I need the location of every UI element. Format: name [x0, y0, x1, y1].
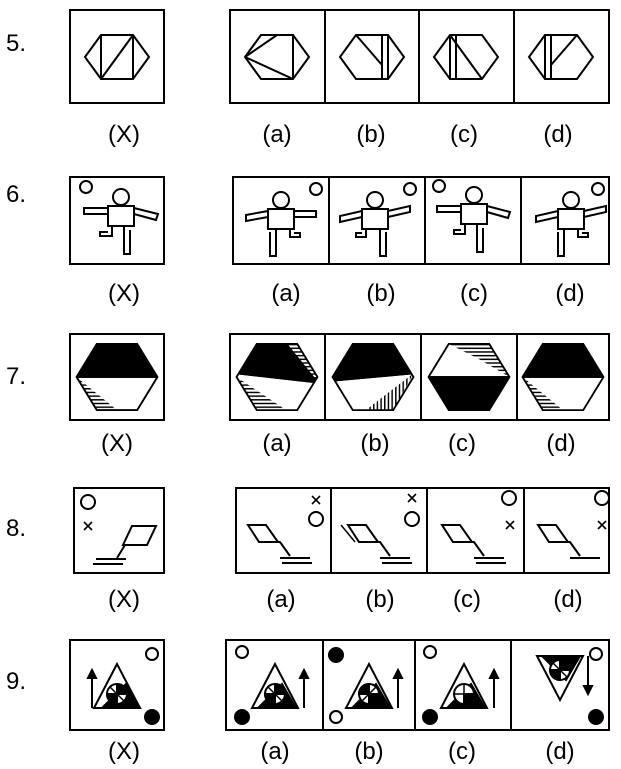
question-number: 6.	[6, 181, 26, 209]
q6-figure-c	[433, 180, 510, 252]
option-label-a: (a)	[247, 430, 307, 458]
q6-figure-d	[536, 183, 606, 256]
q8-figure-a	[248, 496, 323, 563]
question-7-figures	[70, 334, 609, 420]
option-label-a: (a)	[256, 280, 316, 308]
q8-box-options	[236, 488, 609, 573]
q6-figure-x	[80, 181, 158, 254]
question-8-figures	[74, 488, 609, 573]
option-label-b: (b)	[345, 430, 405, 458]
option-label-d: (d)	[528, 121, 588, 149]
option-label-b: (b)	[351, 280, 411, 308]
q7-figure-x	[77, 344, 158, 410]
q7-figure-d	[523, 344, 604, 410]
question-number: 9.	[6, 668, 26, 696]
option-label-d: (d)	[531, 430, 591, 458]
option-label-a: (a)	[247, 121, 307, 149]
question-number: 5.	[6, 30, 26, 58]
question-6-figures	[70, 177, 609, 264]
q8-figure-b	[341, 494, 419, 563]
option-label-d: (d)	[540, 280, 600, 308]
q6-box-options	[233, 177, 609, 264]
q9-figure-a	[235, 646, 308, 724]
q5-figure-x	[85, 35, 149, 79]
option-label-x: (X)	[94, 121, 154, 149]
option-label-a: (a)	[245, 738, 305, 766]
option-label-x: (X)	[94, 586, 154, 614]
q6-figure-b	[340, 183, 416, 256]
q7-figure-b	[333, 344, 414, 410]
option-label-x: (X)	[87, 430, 147, 458]
q8-figure-c	[442, 491, 516, 563]
option-label-c: (c)	[434, 121, 494, 149]
q8-figure-x	[81, 495, 156, 564]
q5-figure-c	[434, 35, 498, 79]
option-label-d: (d)	[530, 738, 590, 766]
option-label-c: (c)	[432, 430, 492, 458]
q8-box-x	[74, 488, 164, 573]
option-label-c: (c)	[437, 586, 497, 614]
option-label-x: (X)	[94, 280, 154, 308]
option-label-c: (c)	[444, 280, 504, 308]
q9-figure-x	[88, 648, 159, 724]
q9-figure-c	[423, 646, 498, 724]
option-label-b: (b)	[350, 586, 410, 614]
question-5-figures	[70, 10, 609, 103]
option-label-b: (b)	[339, 738, 399, 766]
q8-figure-d	[538, 491, 609, 558]
question-number: 8.	[6, 515, 26, 543]
option-label-c: (c)	[432, 738, 492, 766]
q7-figure-a	[237, 344, 318, 410]
question-9-figures	[70, 640, 609, 730]
option-label-d: (d)	[538, 586, 598, 614]
q5-figure-d	[529, 35, 593, 79]
q5-figure-b	[340, 35, 404, 79]
q9-figure-d	[537, 648, 603, 724]
q7-figure-c	[429, 344, 510, 410]
question-number: 7.	[6, 363, 26, 391]
option-label-a: (a)	[251, 586, 311, 614]
option-label-b: (b)	[341, 121, 401, 149]
q6-figure-a	[246, 183, 322, 256]
q9-figure-b	[329, 648, 402, 723]
option-label-x: (X)	[94, 738, 154, 766]
q5-figure-a	[245, 35, 309, 79]
